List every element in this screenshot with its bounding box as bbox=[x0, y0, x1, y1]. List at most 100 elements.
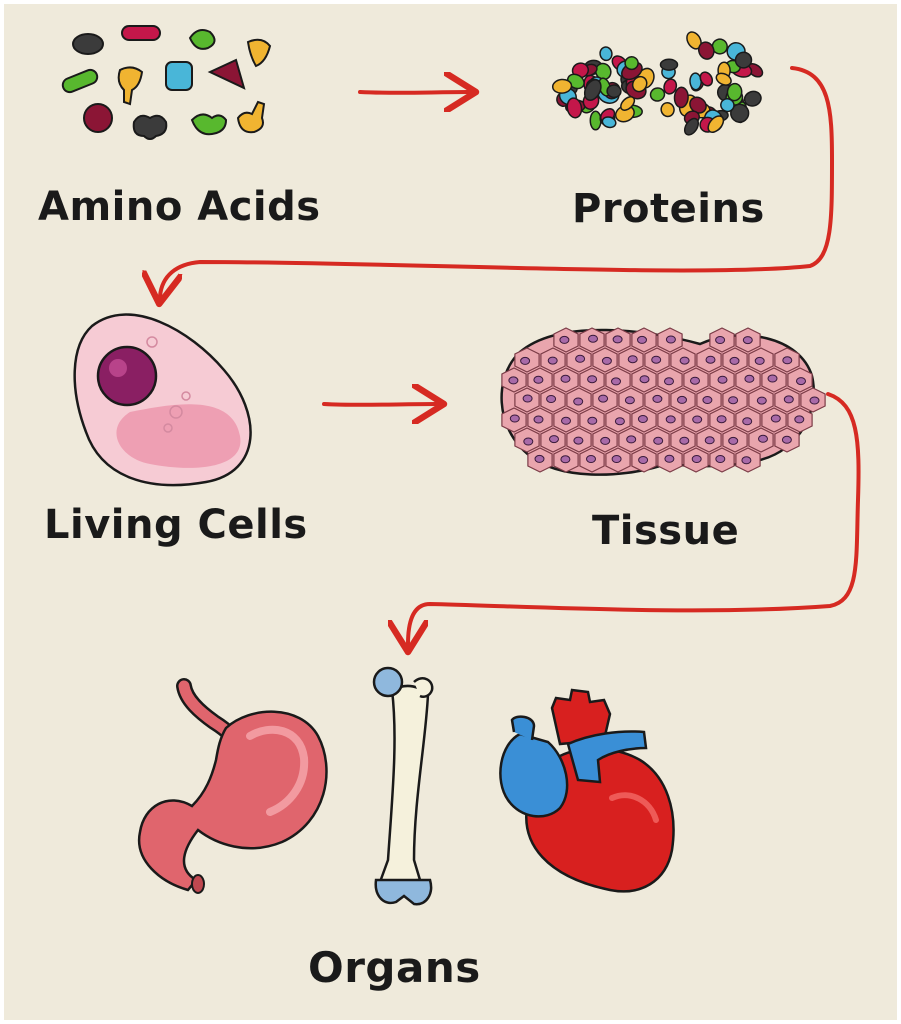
tissue-cell-nucleus bbox=[611, 377, 621, 386]
tissue-cell-nucleus bbox=[523, 437, 534, 446]
tissue-cell-nucleus bbox=[702, 396, 713, 404]
protein-piece bbox=[726, 82, 743, 102]
tissue-cell-nucleus bbox=[809, 396, 820, 405]
tissue-cell-nucleus bbox=[611, 455, 622, 463]
tissue-cell-nucleus bbox=[715, 455, 726, 463]
tissue-cell-nucleus bbox=[533, 375, 544, 384]
tissue-cell-nucleus bbox=[508, 376, 519, 385]
tissue-cell-nucleus bbox=[546, 395, 557, 403]
protein-piece bbox=[620, 96, 636, 111]
stomach-body bbox=[137, 710, 328, 892]
tissue-cell-nucleus bbox=[600, 436, 611, 445]
protein-piece bbox=[649, 87, 666, 102]
tissue-cell-nucleus bbox=[690, 376, 700, 385]
tissue-cell-nucleus bbox=[559, 335, 570, 344]
tissue-illustration bbox=[500, 327, 826, 476]
living-cell-illustration bbox=[73, 313, 252, 487]
heart-pulmonary-artery bbox=[566, 730, 648, 784]
tissue-cell-nucleus bbox=[758, 434, 768, 443]
tissue-cell-nucleus bbox=[715, 336, 726, 344]
tissue-cell-nucleus bbox=[586, 455, 596, 463]
tissue-cell-nucleus bbox=[598, 394, 609, 403]
protein-piece bbox=[583, 79, 602, 101]
protein-piece bbox=[624, 56, 639, 71]
protein-piece bbox=[707, 115, 725, 133]
tissue-cell-nucleus bbox=[560, 374, 571, 383]
tissue-cell-nucleus bbox=[767, 374, 778, 383]
tissue-cell-nucleus bbox=[549, 435, 559, 444]
tissue-cell-nucleus bbox=[573, 397, 584, 406]
bone-head-joint bbox=[372, 666, 404, 698]
tissue-cell-nucleus bbox=[652, 394, 663, 403]
tissue-cell-nucleus bbox=[728, 396, 739, 405]
cell-nucleus bbox=[96, 345, 158, 407]
flow-arrows bbox=[160, 66, 861, 644]
tissue-cell-nucleus bbox=[691, 455, 702, 463]
protein-piece bbox=[711, 38, 728, 55]
protein-piece bbox=[715, 72, 732, 86]
tissue-cell-nucleus bbox=[677, 395, 687, 404]
tissue-cell-nucleus bbox=[627, 355, 638, 364]
protein-piece bbox=[734, 51, 753, 69]
tissue-cell-nucleus bbox=[624, 396, 635, 405]
tissue-cell-nucleus bbox=[783, 395, 794, 404]
tissue-cell-nucleus bbox=[639, 375, 650, 384]
tissue-cells bbox=[501, 327, 826, 473]
protein-piece bbox=[566, 97, 583, 119]
protein-piece bbox=[601, 116, 617, 129]
tissue-label: Tissue bbox=[592, 508, 739, 554]
stomach-illustration bbox=[137, 678, 328, 894]
protein-piece bbox=[720, 98, 735, 113]
tissue-cell-nucleus bbox=[679, 356, 690, 365]
arrow-proteins-to-cells bbox=[160, 66, 834, 296]
tissue-cell-nucleus bbox=[653, 436, 664, 445]
tissue-cell-nucleus bbox=[717, 375, 728, 384]
tissue-cell-nucleus bbox=[588, 334, 598, 343]
protein-piece bbox=[697, 41, 715, 60]
tissue-cell-nucleus bbox=[796, 377, 806, 386]
tissue-cell-nucleus bbox=[665, 335, 676, 344]
tissue-cell-nucleus bbox=[679, 436, 690, 445]
tissue-cell-nucleus bbox=[782, 356, 793, 365]
proteins-illustration bbox=[551, 31, 764, 136]
tissue-cell-nucleus bbox=[573, 436, 584, 445]
tissue-cell-nucleus bbox=[561, 416, 571, 425]
protein-piece bbox=[663, 78, 678, 95]
tissue-cell-nucleus bbox=[742, 336, 753, 345]
tissue-cell-nucleus bbox=[770, 414, 781, 423]
tissue-cell-nucleus bbox=[614, 417, 625, 426]
organs-label: Organs bbox=[308, 943, 481, 992]
tissue-cell-nucleus bbox=[522, 394, 533, 403]
tissue-cell-nucleus bbox=[612, 335, 623, 344]
protein-piece bbox=[743, 90, 762, 107]
tissue-cell-nucleus bbox=[756, 396, 767, 405]
tissue-cell-nucleus bbox=[547, 356, 558, 365]
tissue-cell-nucleus bbox=[754, 356, 765, 365]
heart-vena-cava bbox=[499, 732, 569, 818]
bone-foot-joint bbox=[374, 878, 433, 906]
tissue-cell-nucleus bbox=[692, 415, 703, 424]
tissue-cell-nucleus bbox=[601, 356, 612, 365]
tissue-cell-nucleus bbox=[665, 415, 676, 424]
protein-piece bbox=[660, 101, 675, 118]
heart-illustration bbox=[499, 688, 675, 893]
arrow-tissue-to-organs bbox=[408, 392, 861, 644]
tissue-cell-nucleus bbox=[705, 355, 716, 364]
protein-piece bbox=[599, 46, 613, 62]
tissue-cell-nucleus bbox=[664, 454, 675, 463]
cell-cytoplasm-shade bbox=[116, 404, 241, 468]
tissue-cell-nucleus bbox=[637, 415, 648, 423]
tissue-cell-nucleus bbox=[741, 456, 752, 465]
protein-piece bbox=[659, 58, 679, 71]
tissue-cell-nucleus bbox=[664, 377, 674, 386]
tissue-cell-nucleus bbox=[509, 414, 520, 423]
tissue-cell-nucleus bbox=[520, 356, 531, 365]
tissue-cell-nucleus bbox=[638, 456, 649, 464]
tissue-cell-nucleus bbox=[651, 355, 662, 364]
tissue-cell-nucleus bbox=[587, 375, 598, 384]
tissue-cell-nucleus bbox=[534, 454, 545, 463]
amino-acids-label: Amino Acids bbox=[38, 184, 321, 230]
tissue-cell-nucleus bbox=[729, 356, 740, 365]
